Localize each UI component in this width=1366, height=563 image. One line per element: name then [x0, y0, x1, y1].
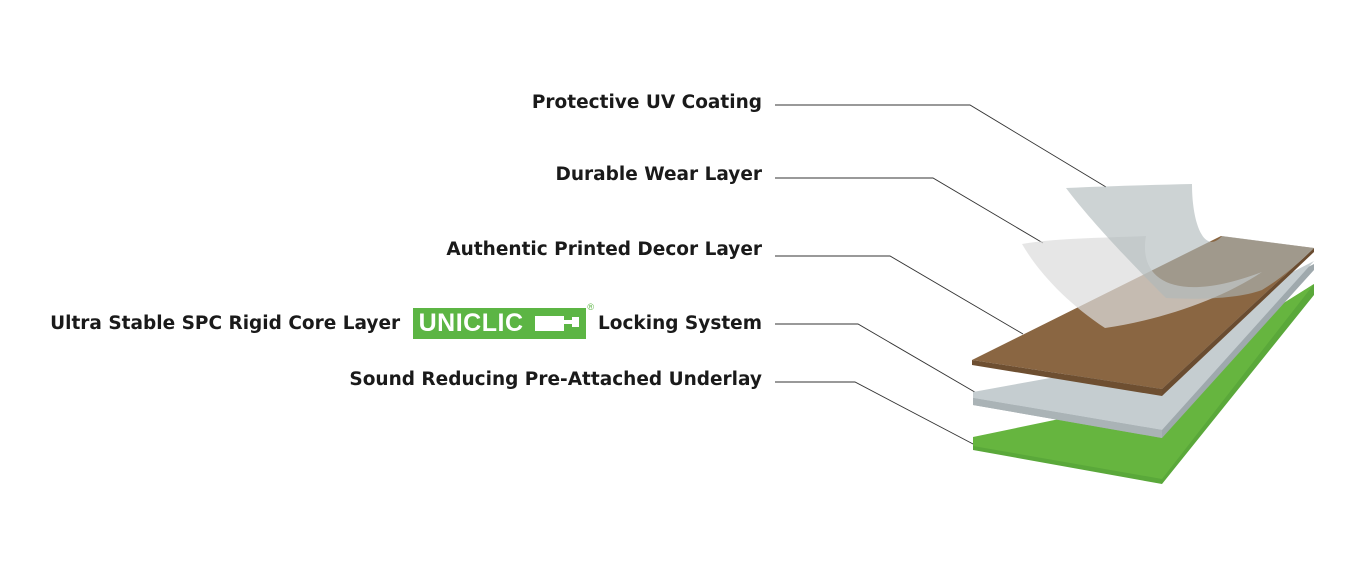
leader-line-wear [775, 177, 1044, 244]
leader-line-uv [775, 104, 1107, 188]
leader-line-decor [775, 255, 1024, 335]
leader-line-core [775, 323, 986, 399]
click-lock-icon [534, 316, 579, 331]
underlay-layer [973, 284, 1314, 484]
uniclic-logo: UNICLIC ® [412, 303, 594, 339]
leader-line-underlay [775, 381, 976, 446]
label-decor-layer: Authentic Printed Decor Layer [446, 239, 762, 260]
label-underlay: Sound Reducing Pre-Attached Underlay [349, 369, 762, 390]
label-wear-layer: Durable Wear Layer [555, 164, 762, 185]
label-uv-coating: Protective UV Coating [531, 92, 762, 113]
label-locking-system: Locking System [597, 312, 762, 334]
wear-layer [1022, 236, 1262, 328]
registered-mark: ® [587, 302, 595, 312]
uv-coating-layer [1066, 184, 1314, 299]
uniclic-logo-text: UNICLIC [418, 309, 524, 337]
label-core-layer: Ultra Stable SPC Rigid Core Layer [50, 312, 401, 334]
label-core-locking: Ultra Stable SPC Rigid Core Layer UNICLI… [50, 303, 762, 339]
